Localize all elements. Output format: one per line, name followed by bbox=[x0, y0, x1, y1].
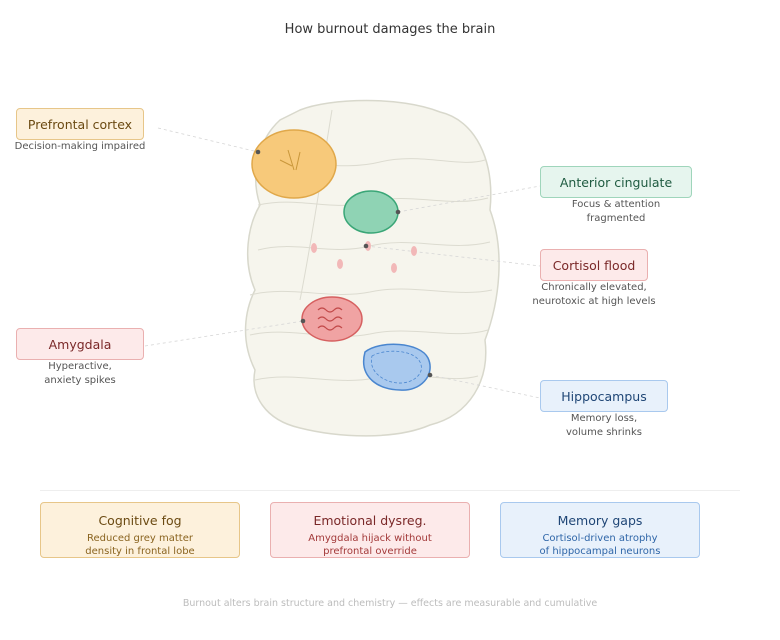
prefrontal-region bbox=[251, 129, 337, 199]
connector-lines bbox=[144, 127, 541, 399]
cingulate-desc: Focus & attention fragmented bbox=[571, 199, 661, 224]
cortisol-label-text: Cortisol flood bbox=[552, 257, 636, 273]
card-desc: Cortisol-driven atrophy of hippocampal n… bbox=[539, 533, 661, 557]
divider bbox=[40, 490, 740, 491]
amygdala-label-text: Amygdala bbox=[48, 336, 112, 352]
card-emotional-dysreg: Emotional dysreg. Amygdala hijack withou… bbox=[270, 502, 470, 558]
cingulate-label: Anterior cingulate bbox=[540, 166, 692, 198]
card-desc: Amygdala hijack without prefrontal overr… bbox=[308, 533, 432, 557]
anchor-dots bbox=[255, 149, 433, 378]
hippocampus-label: Hippocampus bbox=[540, 380, 668, 412]
card-title: Cognitive fog bbox=[98, 513, 182, 528]
prefrontal-marks bbox=[279, 149, 301, 171]
footer-note: Burnout alters brain structure and chemi… bbox=[182, 598, 598, 609]
cortisol-label: Cortisol flood bbox=[540, 249, 648, 281]
amygdala-label: Amygdala bbox=[16, 328, 144, 360]
prefrontal-label-text: Prefrontal cortex bbox=[27, 116, 133, 132]
cingulate-region bbox=[343, 190, 399, 234]
amygdala-desc: Hyperactive, anxiety spikes bbox=[44, 361, 116, 386]
card-cognitive-fog: Cognitive fog Reduced grey matter densit… bbox=[40, 502, 240, 558]
prefrontal-desc: Decision-making impaired bbox=[14, 141, 146, 152]
amygdala-region bbox=[301, 296, 363, 342]
card-title: Emotional dysreg. bbox=[313, 513, 427, 528]
card-title: Memory gaps bbox=[557, 513, 643, 528]
card-memory-gaps: Memory gaps Cortisol-driven atrophy of h… bbox=[500, 502, 700, 558]
prefrontal-label: Prefrontal cortex bbox=[16, 108, 144, 140]
amygdala-waves bbox=[317, 307, 343, 331]
cortisol-desc: Chronically elevated, neurotoxic at high… bbox=[532, 282, 656, 307]
card-desc: Reduced grey matter density in frontal l… bbox=[85, 533, 195, 557]
hippocampus-label-text: Hippocampus bbox=[561, 388, 647, 404]
cingulate-label-text: Anterior cingulate bbox=[559, 174, 673, 190]
hippocampus-desc: Memory loss, volume shrinks bbox=[565, 413, 642, 438]
diagram-title: How burnout damages the brain bbox=[284, 22, 496, 37]
